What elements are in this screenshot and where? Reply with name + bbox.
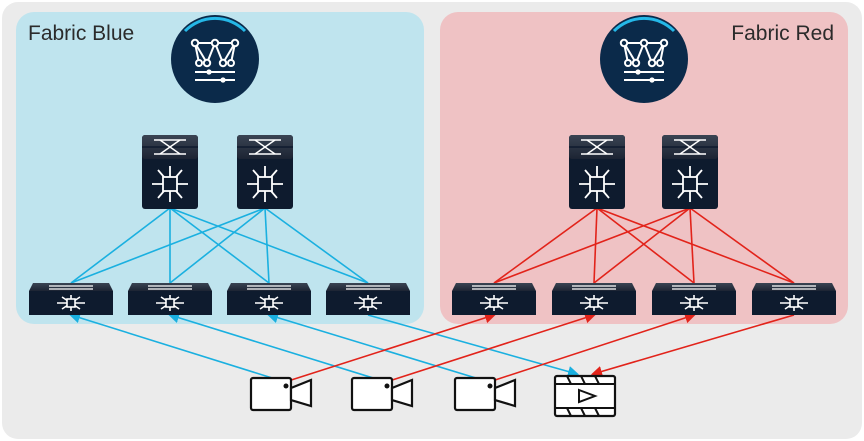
fabric-blue-title: Fabric Blue (28, 22, 135, 45)
fabric-red-link-spine2-leaf2 (593, 207, 691, 284)
spine-switch-icon (236, 134, 294, 210)
spine-switch-icon (661, 134, 719, 210)
stream-link-blue-2 (167, 312, 387, 383)
leaf-switch-icon (28, 282, 114, 316)
leaf-switch-icon (226, 282, 312, 316)
fabric-blue-link-spine1-leaf1 (70, 207, 171, 284)
fabric-blue-link-spine2-leaf1 (70, 207, 266, 284)
fabric-red-link-spine1-leaf3 (596, 207, 695, 284)
fabric-red-link-spine2-leaf3 (689, 207, 695, 284)
fabric-blue-link-spine2-leaf4 (264, 207, 369, 284)
fabric-red-panel (440, 12, 848, 324)
stream-link-red-2 (385, 312, 597, 383)
fabric-blue-link-spine1-leaf3 (169, 207, 270, 284)
leaf-switch-icon (451, 282, 537, 316)
stream-link-red-4 (590, 314, 795, 377)
fabric-blue-panel (16, 12, 424, 324)
leaf-switch-icon (551, 282, 637, 316)
fabric-red-link-spine1-leaf4 (596, 207, 795, 284)
video-receiver-icon (553, 374, 617, 418)
fabric-red-link-spine2-leaf4 (689, 207, 795, 284)
leaf-switch-icon (751, 282, 837, 316)
spine-switch-icon (568, 134, 626, 210)
fabric-controller-icon (169, 13, 261, 105)
fabric-red-link-spine1-leaf2 (593, 207, 598, 284)
fabric-blue-link-spine2-leaf3 (264, 207, 270, 284)
spine-switch-icon (141, 134, 199, 210)
fabric-red-link-spine1-leaf1 (493, 207, 598, 284)
stream-link-red-3 (488, 312, 697, 383)
stream-link-blue-1 (68, 312, 286, 383)
leaf-switch-icon (651, 282, 737, 316)
leaf-switch-icon (127, 282, 213, 316)
stream-link-red-1 (284, 312, 497, 383)
fabric-red-title: Fabric Red (731, 22, 834, 45)
fabric-controller-icon (598, 13, 690, 105)
leaf-switch-icon (325, 282, 411, 316)
stream-link-blue-3 (266, 312, 490, 383)
fabric-red-link-spine2-leaf1 (493, 207, 691, 284)
fabric-blue-link-spine1-leaf4 (169, 207, 369, 284)
fabric-blue-link-spine2-leaf2 (169, 207, 266, 284)
